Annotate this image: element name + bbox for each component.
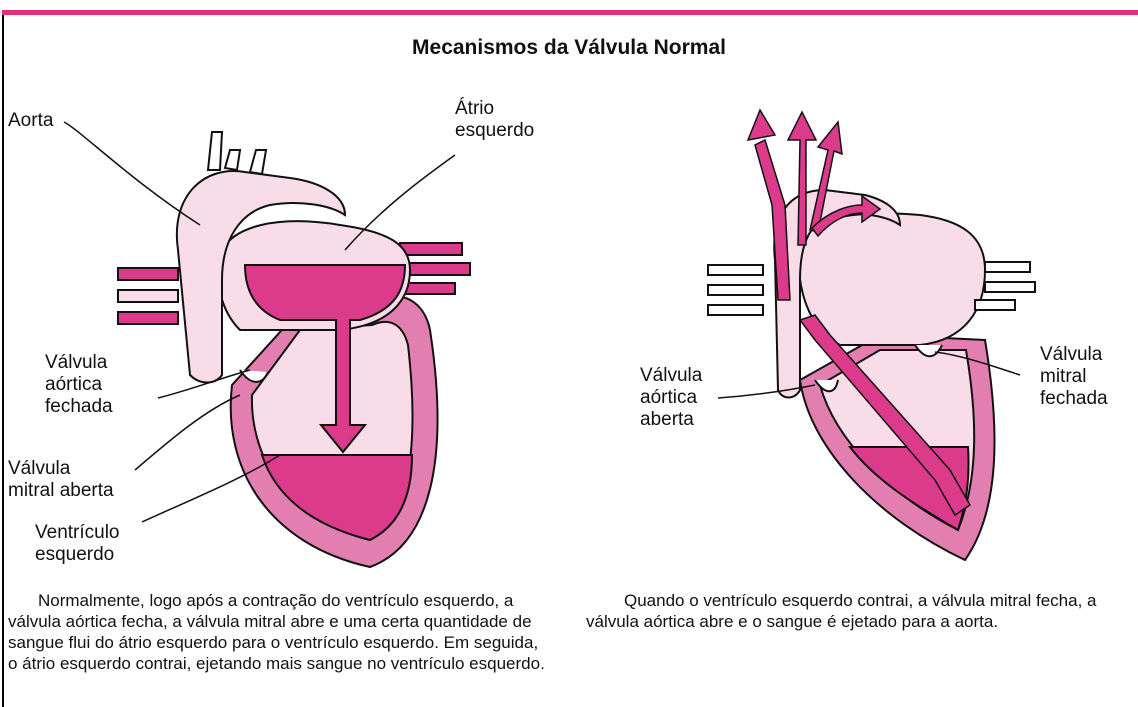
right-heart [708, 190, 1035, 560]
label-valvula-aortica-fechada: Válvula aórtica fechada [45, 352, 113, 418]
caption-left: Normalmente, logo após a contração do ve… [8, 590, 548, 674]
caption-right: Quando o ventrículo esquerdo contrai, a … [586, 590, 1134, 632]
left-heart [118, 132, 470, 567]
label-atrio-esquerdo: Átrio esquerdo [455, 98, 534, 142]
label-valvula-mitral-fechada: Válvula mitral fechada [1040, 344, 1108, 410]
label-ventriculo-esquerdo: Ventrículo esquerdo [35, 522, 120, 566]
label-valvula-aortica-aberta: Válvula aórtica aberta [640, 365, 702, 431]
right-left-atrium [799, 213, 985, 345]
label-valvula-mitral-aberta: Válvula mitral aberta [8, 458, 114, 502]
label-aorta: Aorta [8, 110, 53, 132]
